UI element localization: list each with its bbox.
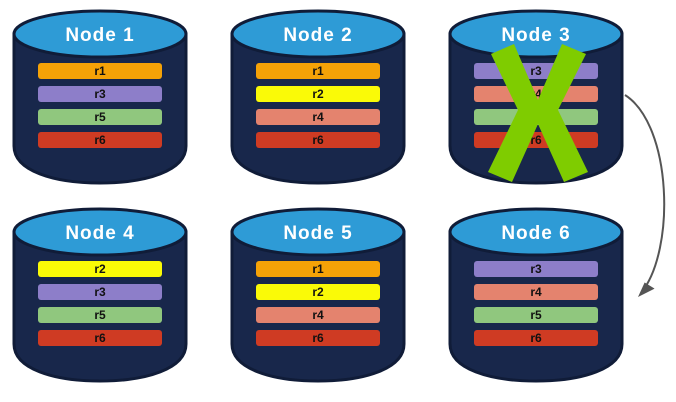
replica-stripe-r3[interactable]: r3 <box>474 261 598 277</box>
replica-stripe-r3[interactable]: r3 <box>38 284 162 300</box>
replica-stripe-r6[interactable]: r6 <box>474 132 598 148</box>
replica-label: r2 <box>312 285 324 299</box>
replica-stripe-list: r1 r3 r5 r6 <box>38 63 162 155</box>
replica-label: r1 <box>312 64 324 78</box>
replica-stripe-r3[interactable]: r3 <box>474 63 598 79</box>
replica-label: r4 <box>530 87 542 101</box>
replica-stripe-r6[interactable]: r6 <box>474 330 598 346</box>
replica-label: r6 <box>312 133 324 147</box>
replica-stripe-list: r2 r3 r5 r6 <box>38 261 162 353</box>
cylinder-top-ellipse <box>230 9 406 59</box>
replica-label: r1 <box>94 64 106 78</box>
replica-stripe-r6[interactable]: r6 <box>38 330 162 346</box>
replica-stripe-r4[interactable]: r4 <box>256 109 380 125</box>
replica-stripe-list: r1 r2 r4 r6 <box>256 63 380 155</box>
cylinder-top-ellipse <box>230 207 406 257</box>
replica-stripe-r3[interactable]: r3 <box>38 86 162 102</box>
replica-stripe-r4[interactable]: r4 <box>256 307 380 323</box>
replica-label: r2 <box>94 262 106 276</box>
flow-arrow-path <box>624 94 666 298</box>
replica-label: r6 <box>312 331 324 345</box>
replica-label: r1 <box>312 262 324 276</box>
replica-stripe-r6[interactable]: r6 <box>38 132 162 148</box>
replica-label: r3 <box>530 64 542 78</box>
replica-label: r4 <box>312 308 324 322</box>
replica-stripe-r5[interactable]: r5 <box>38 307 162 323</box>
replica-stripe-r1[interactable]: r1 <box>256 261 380 277</box>
replica-label: r3 <box>94 87 106 101</box>
cylinder-top-ellipse <box>12 9 188 59</box>
replica-label: r6 <box>530 133 542 147</box>
replica-label: r6 <box>530 331 542 345</box>
replica-stripe-list: r3 r4 r5 r6 <box>474 63 598 155</box>
replica-stripe-r1[interactable]: r1 <box>38 63 162 79</box>
replica-stripe-r5[interactable]: r5 <box>474 109 598 125</box>
replica-label: r2 <box>312 87 324 101</box>
replica-label: r5 <box>94 110 106 124</box>
cylinder-top-ellipse <box>448 9 624 59</box>
replica-label: r4 <box>530 285 542 299</box>
replica-stripe-list: r1 r2 r4 r6 <box>256 261 380 353</box>
replica-label: r5 <box>94 308 106 322</box>
replica-stripe-r4[interactable]: r4 <box>474 86 598 102</box>
replica-stripe-r5[interactable]: r5 <box>38 109 162 125</box>
replica-stripe-r2[interactable]: r2 <box>256 86 380 102</box>
cylinder-top-ellipse <box>448 207 624 257</box>
replica-stripe-r2[interactable]: r2 <box>38 261 162 277</box>
replica-stripe-r6[interactable]: r6 <box>256 132 380 148</box>
replica-label: r5 <box>530 308 542 322</box>
replica-label: r6 <box>94 133 106 147</box>
replica-label: r4 <box>312 110 324 124</box>
replica-label: r3 <box>94 285 106 299</box>
replica-label: r5 <box>530 110 542 124</box>
replica-label: r3 <box>530 262 542 276</box>
replica-stripe-r6[interactable]: r6 <box>256 330 380 346</box>
replica-stripe-list: r3 r4 r5 r6 <box>474 261 598 353</box>
replica-label: r6 <box>94 331 106 345</box>
replica-stripe-r5[interactable]: r5 <box>474 307 598 323</box>
cylinder-top-ellipse <box>12 207 188 257</box>
replica-stripe-r2[interactable]: r2 <box>256 284 380 300</box>
replica-stripe-r4[interactable]: r4 <box>474 284 598 300</box>
replica-stripe-r1[interactable]: r1 <box>256 63 380 79</box>
